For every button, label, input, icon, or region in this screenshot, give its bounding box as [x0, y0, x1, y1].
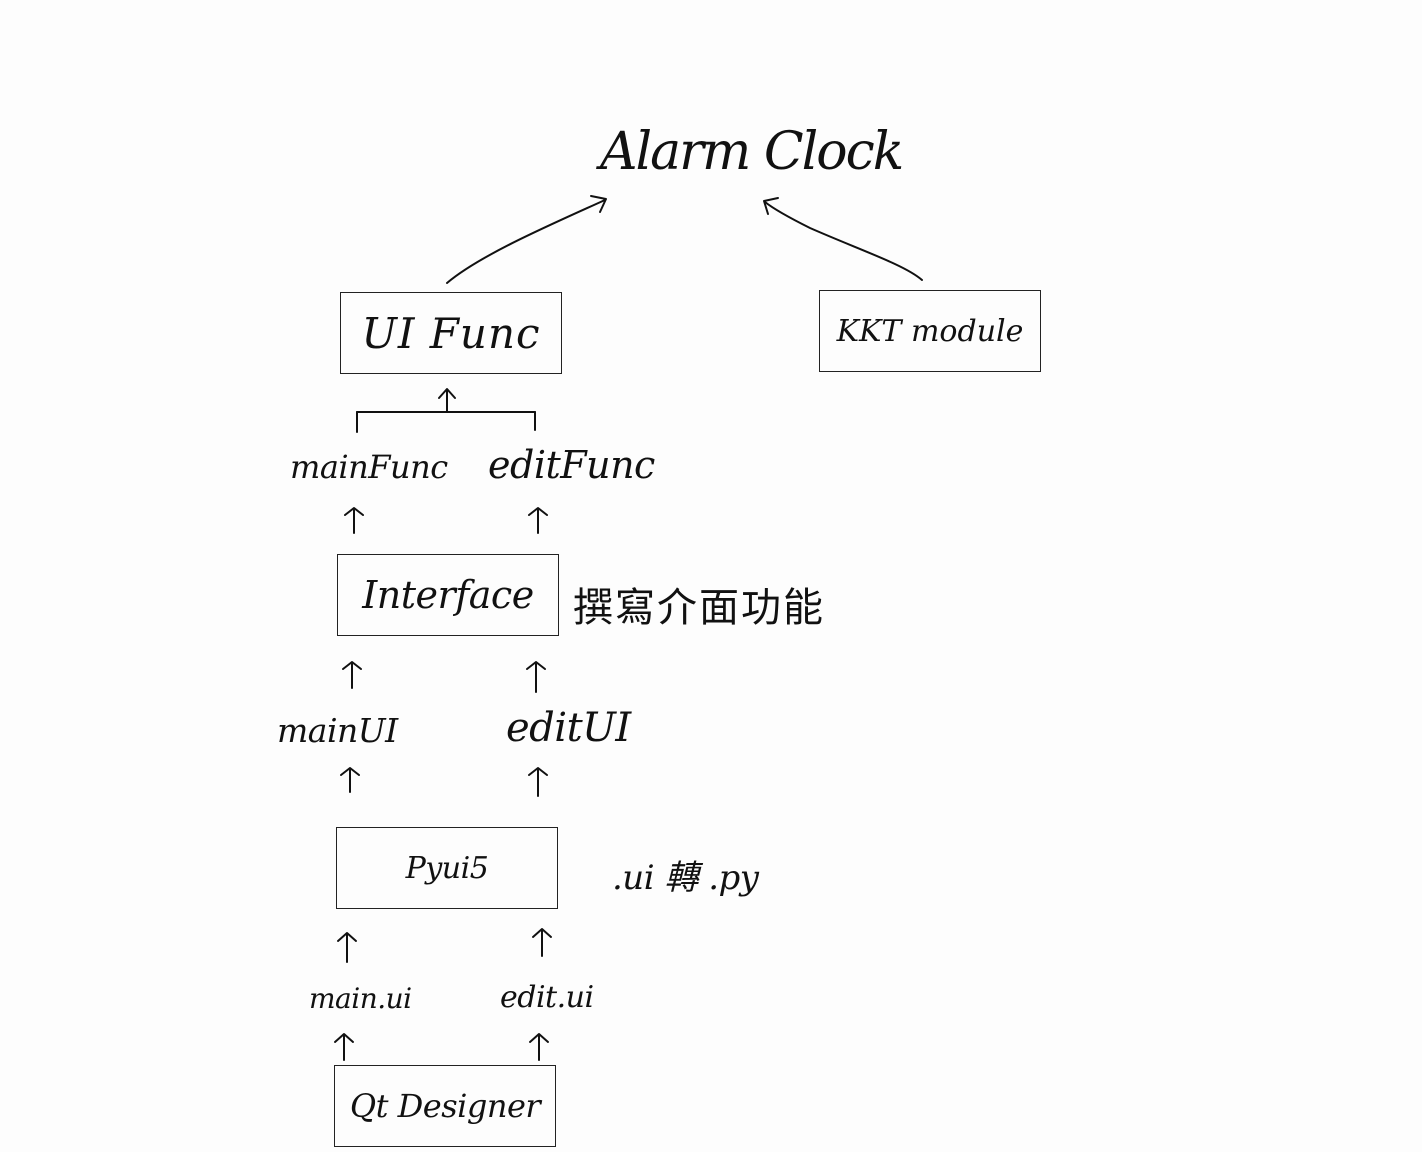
- note-interface: 撰寫介面功能: [573, 585, 825, 631]
- box-interface: Interface: [337, 554, 559, 636]
- box-pyui5-label: Pyui5: [405, 850, 489, 886]
- label-main-func: mainFunc: [290, 448, 448, 486]
- note-pyui5: .ui 轉 .py: [612, 858, 759, 898]
- arrow-kkt-to-alarmclock: [764, 201, 923, 281]
- arrow-uifunc-to-alarmclock: [446, 199, 606, 284]
- box-qt-designer: Qt Designer: [334, 1065, 556, 1147]
- box-interface-label: Interface: [362, 573, 534, 617]
- label-main-ui: mainUI: [277, 711, 398, 750]
- label-edit-ui: editUI: [506, 705, 631, 751]
- box-ui-func: UI Func: [340, 292, 562, 374]
- box-kkt-module-label: KKT module: [836, 313, 1024, 349]
- box-qt-designer-label: Qt Designer: [349, 1087, 541, 1125]
- label-edit-func: editFunc: [488, 443, 655, 487]
- box-pyui5: Pyui5: [336, 827, 558, 909]
- box-kkt-module: KKT module: [819, 290, 1041, 372]
- diagram-title: Alarm Clock: [600, 122, 904, 182]
- label-main-ui-file: main.ui: [309, 982, 412, 1015]
- box-ui-func-label: UI Func: [361, 308, 541, 358]
- label-edit-ui-file: edit.ui: [500, 980, 594, 1015]
